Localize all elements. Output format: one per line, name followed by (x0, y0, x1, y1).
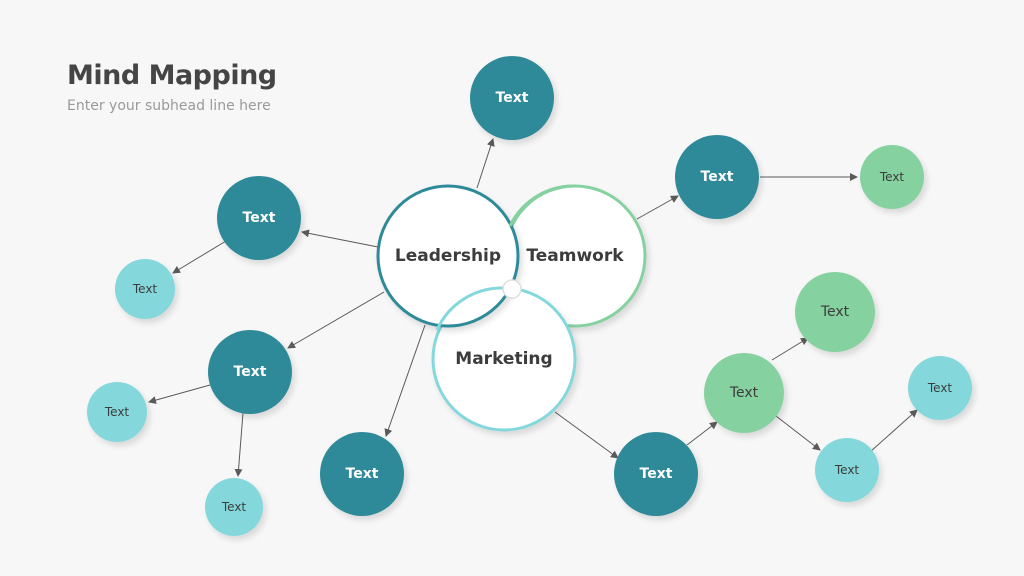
node-marketing-far-label: Text (927, 381, 953, 395)
page-title: Mind Mapping (67, 60, 277, 91)
ring-teamwork-overlap (508, 184, 576, 227)
node-left-upper-child-label: Text (132, 282, 158, 296)
node-marketing-lower: Text (815, 438, 879, 502)
center-venn: Leadership Teamwork Marketing (376, 184, 647, 432)
page-subhead: Enter your subhead line here (67, 98, 271, 114)
node-top-label: Text (496, 90, 529, 106)
node-bottom-center: Text (320, 432, 404, 516)
node-left-middle-child-left-label: Text (104, 405, 130, 419)
node-marketing-mid: Text (704, 353, 784, 433)
node-left-upper-label: Text (243, 210, 276, 226)
node-left-middle-child-bottom-label: Text (221, 500, 247, 514)
node-left-middle-label: Text (234, 364, 267, 380)
node-marketing-far: Text (908, 356, 972, 420)
node-left-upper: Text (217, 176, 301, 260)
connector-leadership-bottom-center (384, 324, 426, 437)
connector-leadership-left-middle (287, 291, 385, 349)
connector-marketing-far (869, 409, 918, 453)
node-teamwork-grandchild: Text (860, 145, 924, 209)
node-left-upper-child: Text (115, 259, 175, 319)
connector-marketing-child (554, 411, 619, 459)
node-marketing-upper-label: Text (820, 304, 850, 320)
connector-marketing-mid (686, 421, 718, 446)
node-marketing-child: Text (614, 432, 698, 516)
connector-left-middle-child-left (148, 384, 211, 404)
node-left-middle-child-bottom: Text (205, 478, 263, 536)
connector-teamwork-child (636, 195, 679, 220)
connector-marketing-lower (775, 415, 821, 451)
node-marketing-lower-label: Text (834, 463, 860, 477)
label-marketing: Marketing (455, 349, 552, 369)
label-teamwork: Teamwork (526, 246, 624, 266)
connectors (148, 138, 918, 477)
node-marketing-child-label: Text (640, 466, 673, 482)
node-bottom-center-label: Text (346, 466, 379, 482)
node-teamwork-child: Text (675, 135, 759, 219)
node-teamwork-child-label: Text (701, 169, 734, 185)
node-top: Text (470, 56, 554, 140)
connector-left-upper-child (172, 240, 227, 274)
node-marketing-upper: Text (795, 272, 875, 352)
node-left-middle: Text (208, 330, 292, 414)
connector-leadership-left-upper (301, 229, 379, 248)
label-leadership: Leadership (395, 246, 501, 266)
center-junction-dot (502, 279, 522, 299)
connector-marketing-upper (771, 337, 809, 361)
node-left-middle-child-left: Text (87, 382, 147, 442)
connector-leadership-top (476, 138, 495, 189)
connector-left-middle-child-bottom (234, 412, 244, 477)
node-teamwork-grandchild-label: Text (879, 170, 905, 184)
node-marketing-mid-label: Text (729, 385, 759, 401)
ring-marketing-overlap (435, 286, 505, 331)
